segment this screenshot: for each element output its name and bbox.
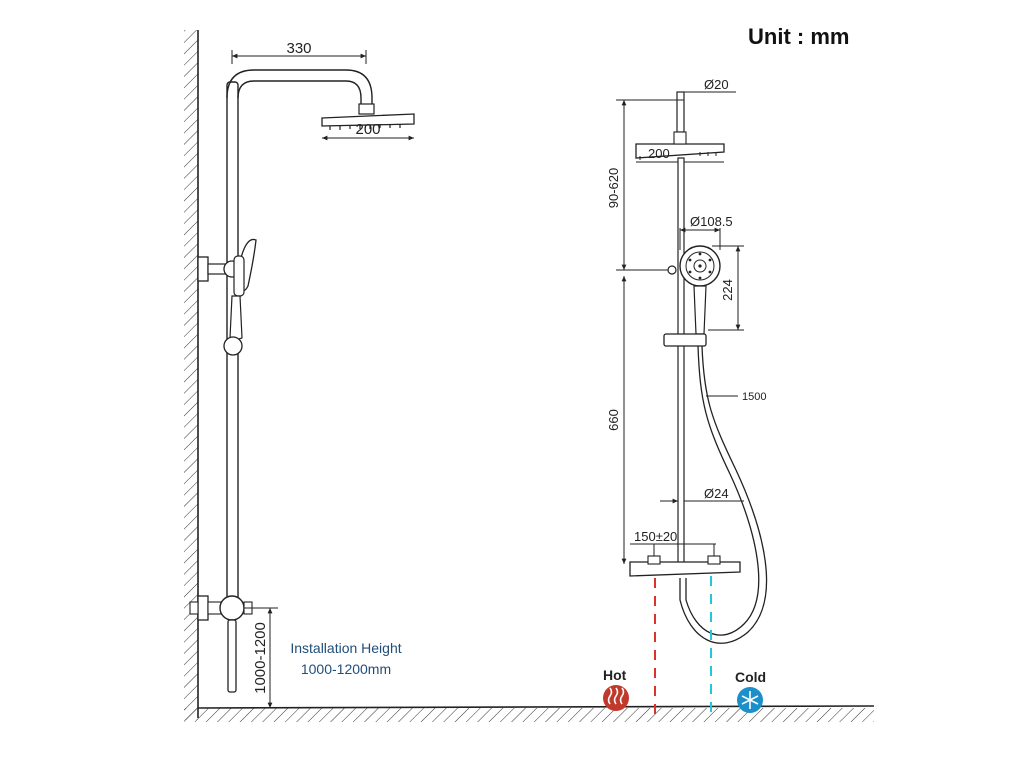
dim-head-label-right: 200	[648, 146, 670, 161]
dim-hand-length-label: 224	[720, 279, 735, 301]
dim-install-label: 1000-1200	[252, 622, 269, 694]
right-view: Ø20 200 90-620 Ø108.5	[603, 77, 768, 716]
mixer-eccentric-right	[707, 555, 721, 565]
wall-bracket-lower	[197, 595, 209, 621]
rain-head	[321, 113, 415, 127]
hand-shower-nozzles	[688, 252, 712, 280]
dim-inlet-label: 150±20	[634, 529, 677, 544]
rain-head-front	[635, 143, 725, 159]
left-view: 330 200 1000-1200	[184, 30, 875, 722]
dim-arm-label: 330	[286, 40, 311, 57]
bath-spout	[227, 619, 237, 693]
cold-label: Cold	[735, 669, 767, 685]
mixer-eccentric-left	[647, 555, 661, 565]
hand-shower-holder	[233, 255, 245, 297]
riser-front	[677, 157, 685, 564]
installation-note: Installation Height 1000-1200mm	[276, 638, 416, 680]
hand-shower-handle	[229, 295, 243, 341]
dim-hand-dia-label: Ø108.5	[690, 214, 733, 229]
dim-adjust-label: 90-620	[606, 168, 621, 208]
mixer-valve	[219, 595, 245, 621]
hot-label: Hot	[603, 667, 627, 683]
floor-hatch	[184, 708, 874, 722]
wall-inlet	[189, 601, 199, 615]
wall-bracket-upper	[197, 256, 209, 282]
top-pipe	[676, 91, 685, 133]
rain-nozzles-front	[639, 152, 717, 160]
slider-ball	[223, 336, 243, 356]
swivel-joint	[358, 103, 375, 115]
unit-title: Unit : mm	[748, 24, 850, 49]
arm-inner	[237, 80, 362, 106]
snowflake-glyph	[741, 691, 759, 709]
shower-holder-block	[663, 333, 707, 347]
rain-nozzles	[329, 124, 401, 130]
dim-pipe-bottom-label: Ø24	[704, 486, 729, 501]
dim-rail-label: 660	[606, 409, 621, 431]
installation-title: Installation Height	[290, 640, 402, 656]
hot-icon	[603, 685, 629, 711]
dim-pipe-top-label: Ø20	[704, 77, 729, 92]
heat-wave-glyph	[607, 687, 625, 705]
head-connector	[673, 131, 687, 145]
floor-line	[197, 705, 875, 709]
arm-outer	[226, 69, 373, 106]
shower-hose-outer	[679, 345, 768, 644]
hand-shower-ring	[685, 251, 715, 281]
wall-hatch	[184, 30, 198, 720]
dim-head-label-left: 200	[355, 121, 380, 138]
hand-shower-handle-front	[693, 285, 707, 335]
installation-range: 1000-1200mm	[300, 661, 392, 677]
thermostatic-mixer	[629, 561, 741, 577]
slider-knob-front	[667, 265, 677, 275]
dim-hose-label: 1500	[742, 391, 766, 403]
